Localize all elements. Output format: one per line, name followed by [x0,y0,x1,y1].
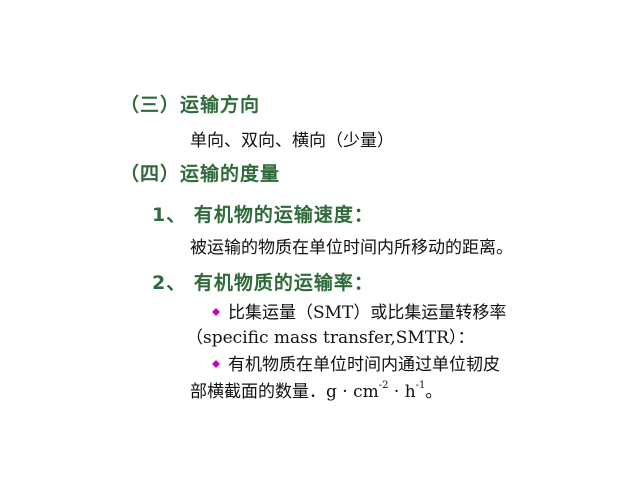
transport-direction-text: 单向、双向、横向（少量） [190,131,394,151]
bullet-one-line1: 比集运量（SMT）或比集运量转移率 [228,303,507,323]
bullet-one-line2: （specific mass transfer,SMTR）： [186,328,475,348]
unit-prefix: 部横截面的数量．g · cm [190,382,379,402]
unit-suffix: 。 [425,382,443,402]
magenta-diamond-bullet-icon [212,307,220,316]
section-four-heading: （四）运输的度量 [120,163,281,185]
section-three-heading: （三）运输方向 [120,94,261,116]
unit-exponent-cm: -2 [378,380,389,392]
unit-exponent-h: -1 [415,380,426,392]
item-one-heading: 1、 有机物的运输速度： [152,204,374,226]
item-two-heading: 2、 有机物质的运输率： [152,272,374,294]
bullet-two-line1: 有机物质在单位时间内通过单位韧皮 [228,355,500,375]
magenta-diamond-bullet-icon [212,359,220,368]
unit-middle: · h [388,382,416,402]
bullet-one-line1-row: 比集运量（SMT）或比集运量转移率 [212,298,506,323]
bullet-two-line1-row: 有机物质在单位时间内通过单位韧皮 [212,350,500,375]
item-one-definition: 被运输的物质在单位时间内所移动的距离。 [190,238,513,258]
bullet-two-line2: 部横截面的数量．g · cm-2 · h-1。 [190,377,442,402]
